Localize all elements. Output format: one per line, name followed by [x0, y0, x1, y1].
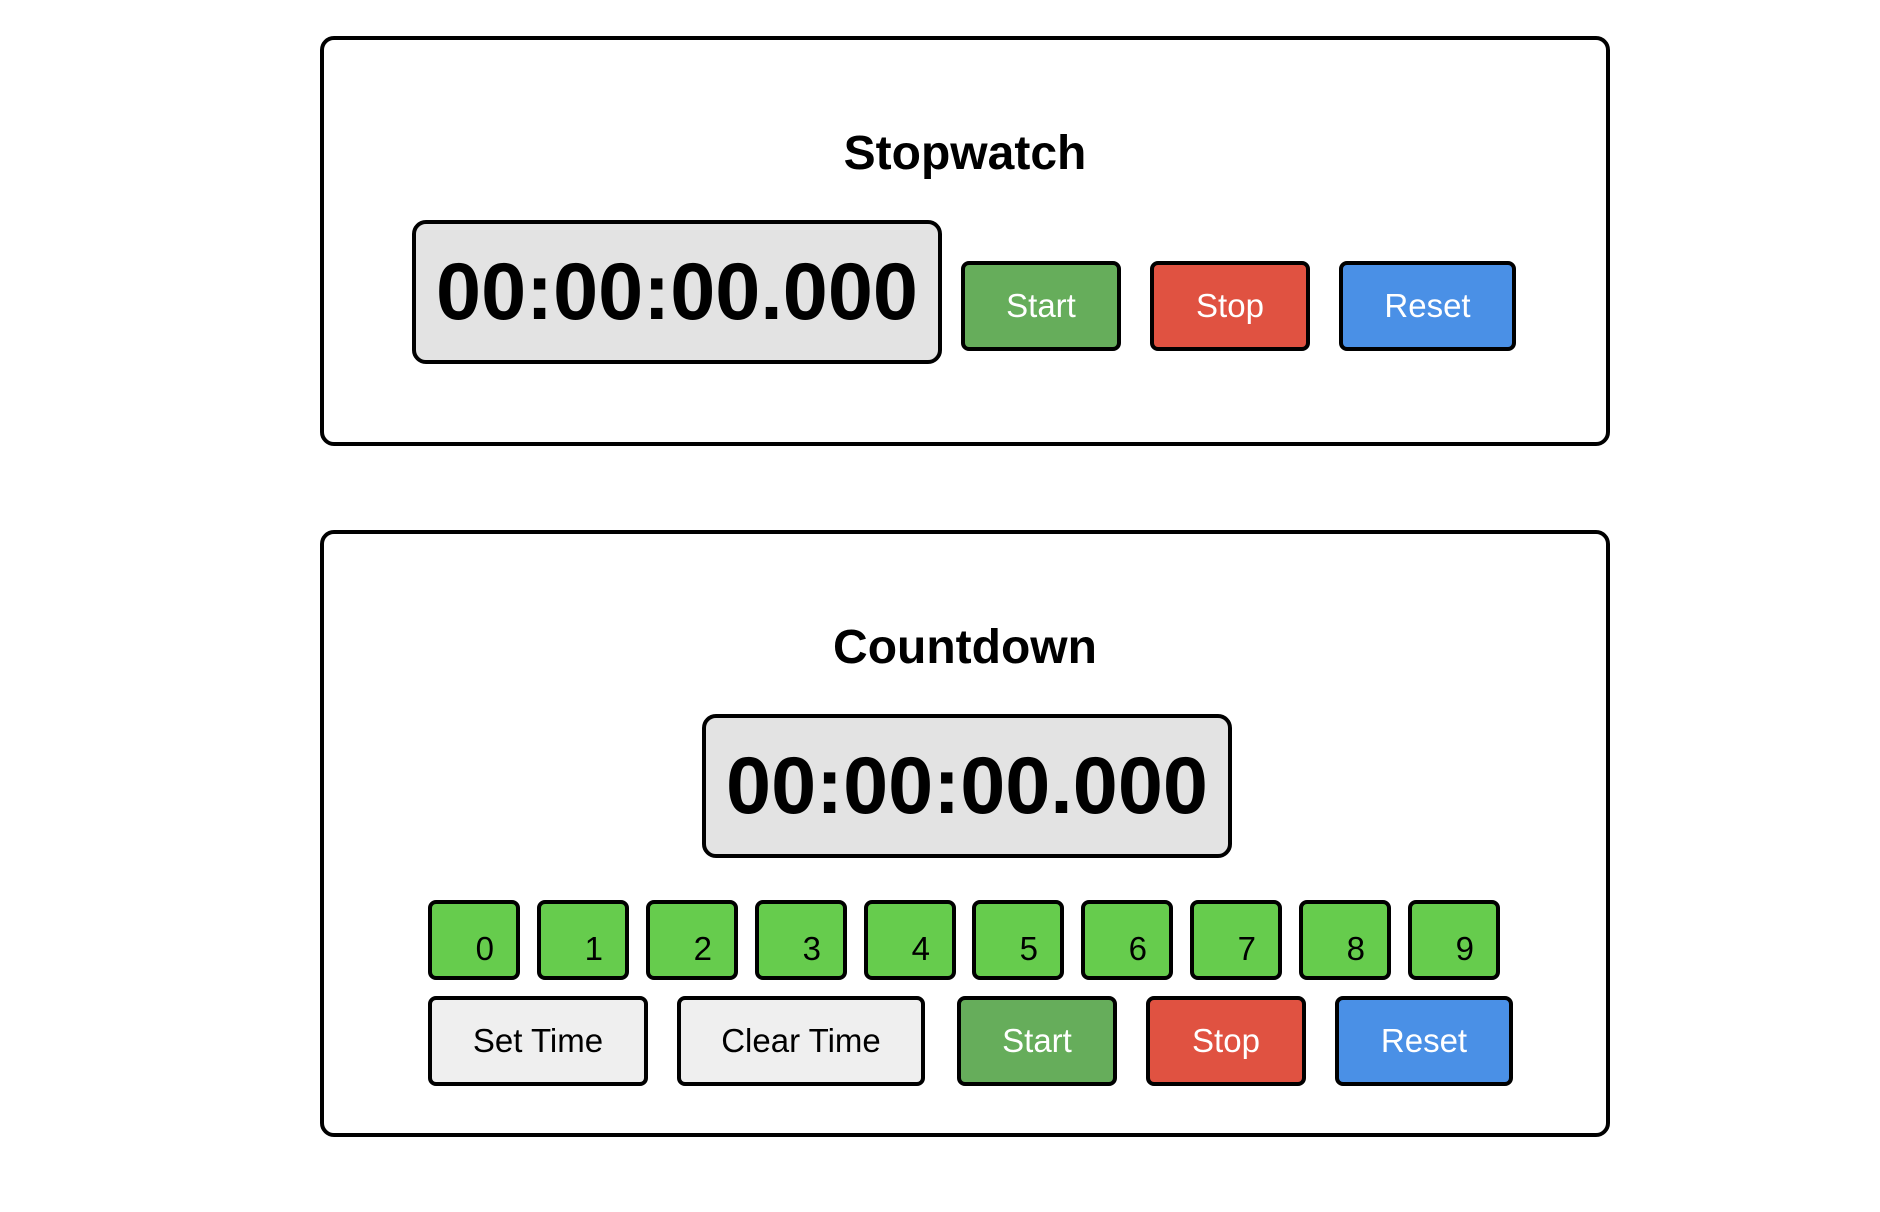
countdown-reset-button[interactable]: Reset — [1335, 996, 1513, 1086]
countdown-title: Countdown — [833, 621, 1097, 674]
digit-button-8[interactable]: 8 — [1299, 900, 1391, 980]
clear-time-button[interactable]: Clear Time — [677, 996, 925, 1086]
digit-button-0[interactable]: 0 — [428, 900, 520, 980]
digit-button-1[interactable]: 1 — [537, 900, 629, 980]
digit-button-9[interactable]: 9 — [1408, 900, 1500, 980]
stopwatch-display: 00:00:00.000 — [412, 220, 942, 364]
countdown-display: 00:00:00.000 — [702, 714, 1232, 858]
countdown-panel: Countdown 00:00:00.000 0 1 2 3 4 5 6 7 8… — [320, 530, 1610, 1137]
countdown-start-button[interactable]: Start — [957, 996, 1117, 1086]
set-time-button[interactable]: Set Time — [428, 996, 648, 1086]
digit-button-3[interactable]: 3 — [755, 900, 847, 980]
digit-button-5[interactable]: 5 — [972, 900, 1064, 980]
digit-button-7[interactable]: 7 — [1190, 900, 1282, 980]
countdown-stop-button[interactable]: Stop — [1146, 996, 1306, 1086]
stopwatch-title: Stopwatch — [843, 127, 1087, 180]
stopwatch-panel: Stopwatch 00:00:00.000 Start Stop Reset — [320, 36, 1610, 446]
stopwatch-reset-button[interactable]: Reset — [1339, 261, 1516, 351]
digit-button-2[interactable]: 2 — [646, 900, 738, 980]
digit-button-6[interactable]: 6 — [1081, 900, 1173, 980]
stopwatch-stop-button[interactable]: Stop — [1150, 261, 1310, 351]
digit-button-4[interactable]: 4 — [864, 900, 956, 980]
stopwatch-start-button[interactable]: Start — [961, 261, 1121, 351]
